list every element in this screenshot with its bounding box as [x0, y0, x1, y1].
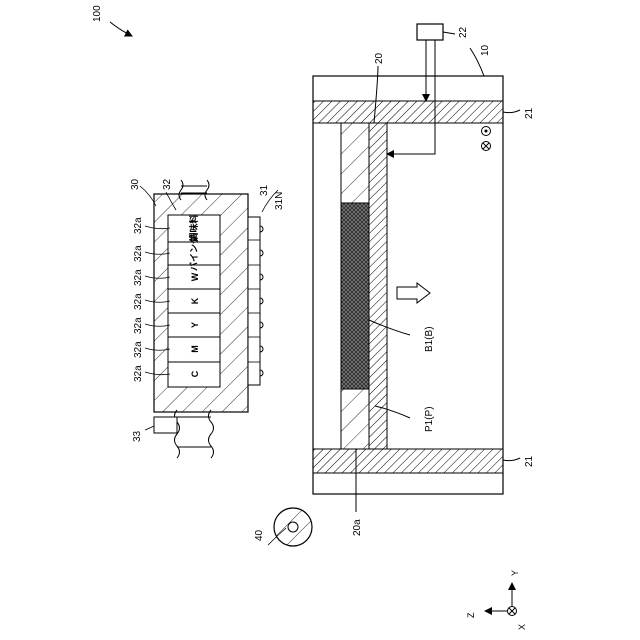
figure-reference-100: 100	[92, 5, 132, 36]
roller-40	[274, 508, 312, 546]
ink-label-32a-3: 32a	[133, 269, 144, 286]
ink-label-32a-5: 32a	[133, 317, 144, 334]
ref-31-label: 31	[259, 184, 270, 196]
coordinate-axes: Y Z X	[466, 570, 527, 630]
ref-B1-label: B1(B)	[424, 326, 435, 352]
ink-label-32a-4: 32a	[133, 293, 144, 310]
ref-40-label: 40	[254, 529, 265, 541]
ink-cell-W: W	[190, 272, 200, 281]
ref-20-label: 20	[374, 52, 385, 64]
ref-21-bottom-label: 21	[524, 455, 535, 467]
ink-label-32a-7: 32a	[133, 365, 144, 382]
stage-20	[369, 123, 387, 449]
ink-cell-Y: Y	[190, 322, 200, 328]
ref-20a-label: 20a	[352, 519, 363, 536]
ink-cell-binder: バインダ	[188, 235, 199, 271]
head-33	[154, 417, 177, 433]
ref-P1-label: P1(P)	[424, 406, 435, 432]
ink-label-32a-6: 32a	[133, 341, 144, 358]
ref-33-label: 33	[132, 430, 143, 442]
ref-22-label: 22	[458, 26, 469, 38]
nozzle-row-31	[248, 217, 263, 385]
ink-label-32a-1: 32a	[133, 217, 144, 234]
ink-label-32a-2: 32a	[133, 245, 144, 262]
actuator-22-box	[417, 24, 443, 40]
ink-cell-M: M	[190, 345, 200, 353]
axis-z-label: Z	[466, 612, 476, 618]
rail-21-bottom	[313, 449, 503, 473]
ref-30-label: 30	[130, 178, 141, 190]
axis-y-label: Y	[510, 570, 520, 576]
print-unit-10	[313, 76, 503, 494]
axis-x-label: X	[517, 624, 527, 630]
ref-32-label: 32	[162, 178, 173, 190]
ink-cell-K: K	[190, 297, 200, 304]
ref-21-top-label: 21	[524, 107, 535, 119]
ink-cells: 調味料 バインダ W K Y M C	[168, 214, 220, 387]
ref-10-label: 10	[480, 44, 491, 56]
print-head-unit-30: 調味料 バインダ W K Y M C	[140, 180, 286, 545]
ref-100-leader	[110, 22, 132, 36]
ref-100-label: 100	[92, 5, 103, 22]
ink-cell-C: C	[190, 370, 200, 377]
ref-31N-label: 31N	[274, 192, 285, 210]
rail-21-top	[313, 101, 503, 123]
printed-object-B1	[341, 203, 369, 389]
